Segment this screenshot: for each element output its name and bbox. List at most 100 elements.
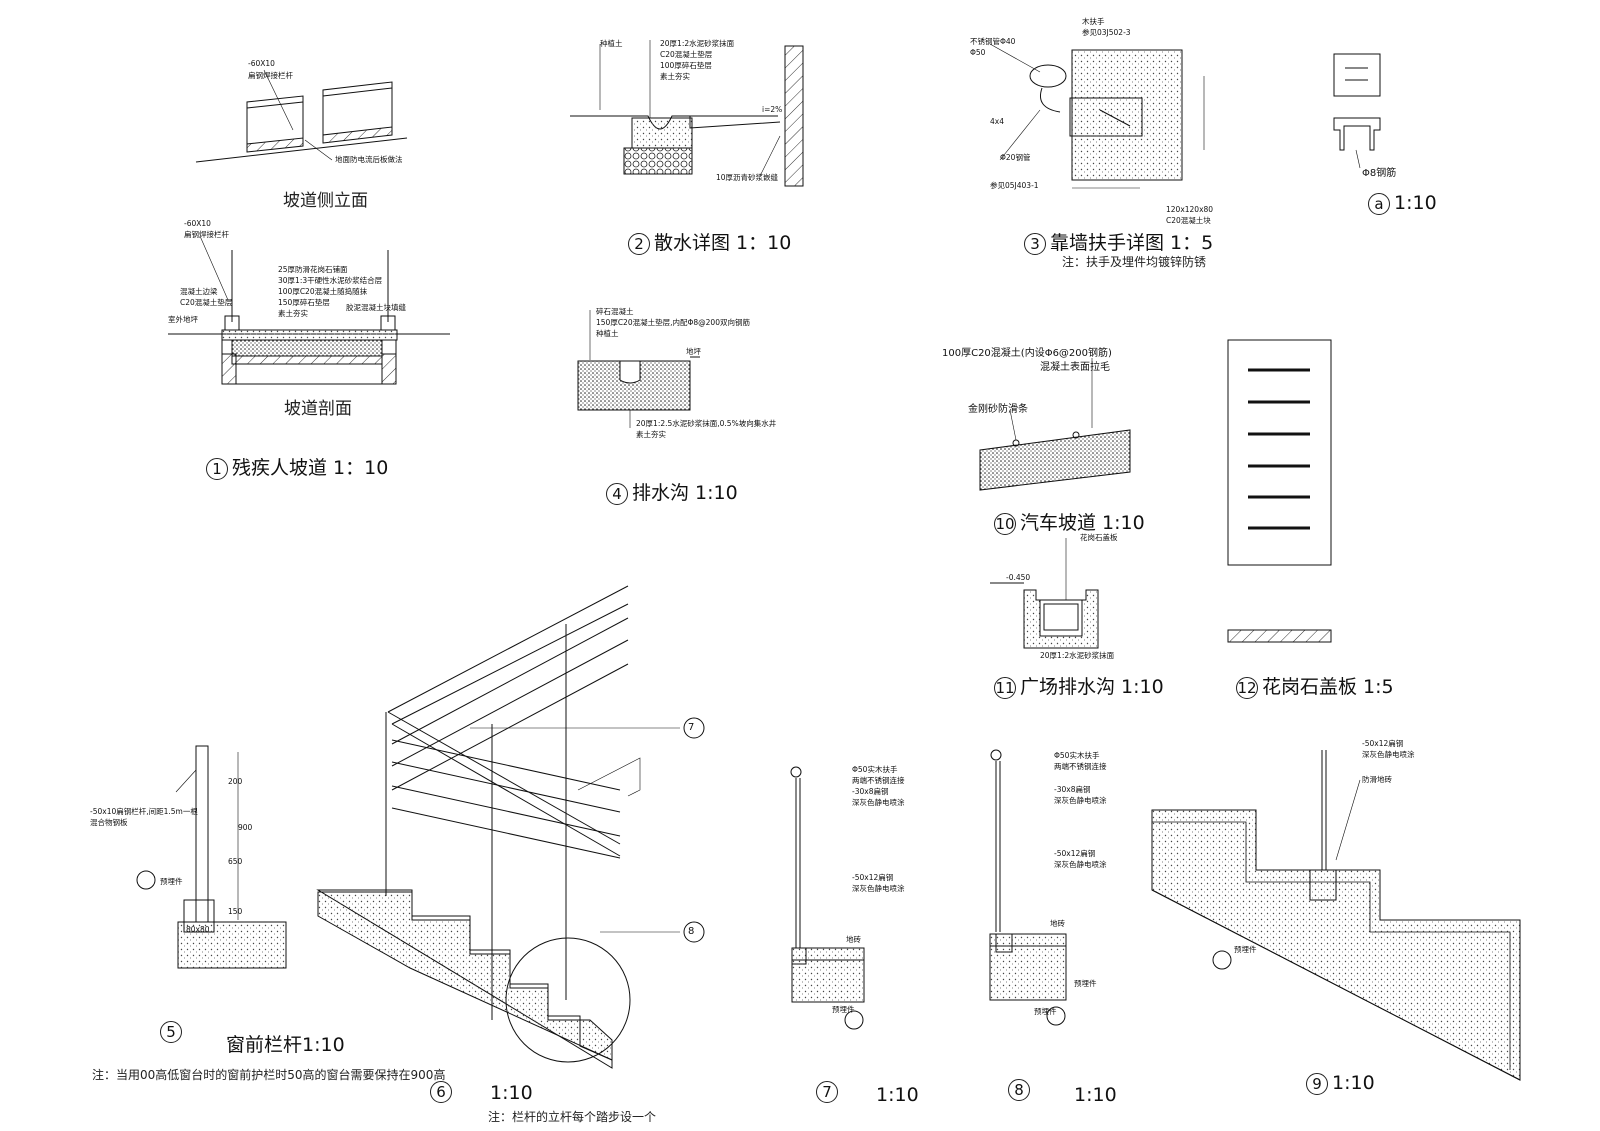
d3-label-2: 木扶手 xyxy=(1082,17,1105,26)
d5-label-4: 650 xyxy=(228,857,243,866)
d4-label-2: 种植土 xyxy=(596,329,619,338)
d1-elev-label-1: 扁钢焊接栏杆 xyxy=(248,71,293,80)
d12-number: 12 xyxy=(1236,676,1258,699)
d8-label-6: 地砖 xyxy=(1050,919,1065,928)
d7-label-4: -50x12扁钢 xyxy=(852,873,894,882)
d6-callout-7: 7 xyxy=(688,722,695,733)
d1-sec-label-10: 胶泥混凝土块填缝 xyxy=(346,303,406,312)
d7-label-3: 深灰色静电喷涂 xyxy=(852,798,905,807)
d1-number: 1 xyxy=(206,457,228,480)
d1-sec-label-4: 100厚C20混凝土随捣随抹 xyxy=(278,287,368,296)
detail-5-drawing xyxy=(136,745,287,969)
d8-label-8: 预埋件 xyxy=(1034,1007,1057,1016)
detail-7-drawing xyxy=(790,766,865,1030)
d4-title-text: 排水沟 1:10 xyxy=(632,482,738,504)
d8-scale: 1:10 xyxy=(1074,1084,1117,1106)
d1-elev-label-0: -60X10 xyxy=(248,59,275,68)
d10-label-0: 100厚C20混凝土(内设Φ6@200钢筋) xyxy=(942,348,1112,359)
d1-sec-label-8: C20混凝土垫层 xyxy=(180,298,233,307)
d7-scale: 1:10 xyxy=(876,1084,919,1106)
d8-label-3: 深灰色静电喷涂 xyxy=(1054,796,1107,805)
d3-label-1: Φ50 xyxy=(970,48,986,57)
d8-title: 8 xyxy=(1008,1078,1034,1101)
d7-number: 7 xyxy=(816,1080,838,1103)
d4-label-1: 150厚C20混凝土垫层,内配Φ8@200双向钢筋 xyxy=(596,318,750,327)
d10-label-2: 金刚砂防滑条 xyxy=(968,404,1028,415)
d2-label-3: 100厚碎石垫层 xyxy=(660,61,712,70)
d2-label-0: 种植土 xyxy=(600,39,623,48)
d7-label-5: 深灰色静电喷涂 xyxy=(852,884,905,893)
detail-6-drawing xyxy=(316,585,705,1069)
d2-title-text: 散水详图 1：10 xyxy=(654,232,792,254)
d3-label-6: 参见05J403-1 xyxy=(990,181,1039,190)
d6-number: 6 xyxy=(430,1080,452,1103)
d12-title-text: 花岗石盖板 1:5 xyxy=(1262,676,1394,698)
d6-callout-8: 8 xyxy=(688,926,695,937)
d5-label-6: 150 xyxy=(228,907,243,916)
d10-number: 10 xyxy=(994,512,1016,535)
d6-scale: 1:10 xyxy=(490,1082,533,1104)
d7-label-0: Φ50实木扶手 xyxy=(852,765,898,774)
d1-sec-label-1: 扁钢焊接栏杆 xyxy=(184,230,229,239)
d1-sec-label-2: 25厚防滑花岗石铺面 xyxy=(278,265,348,274)
d10-title-text: 汽车坡道 1:10 xyxy=(1020,512,1145,534)
d8-label-1: 两端不锈钢连接 xyxy=(1054,762,1107,771)
d1-sec-label-6: 素土夯实 xyxy=(278,309,308,318)
d9-scale: 1:10 xyxy=(1332,1072,1375,1094)
d1-title-text: 残疾人坡道 1：10 xyxy=(232,457,389,479)
d11-label-2: 20厚1:2水泥砂浆抹面 xyxy=(1040,651,1115,660)
d8-label-0: Φ50实木扶手 xyxy=(1054,751,1100,760)
d11-title-text: 广场排水沟 1:10 xyxy=(1020,676,1164,698)
d2-label-5: i=2% xyxy=(762,105,783,114)
d9-number: 9 xyxy=(1306,1072,1328,1095)
d5-number: 5 xyxy=(160,1020,182,1043)
d3-label-3: 参见03J502-3 xyxy=(1082,28,1131,37)
d9-label-1: 深灰色静电喷涂 xyxy=(1362,750,1415,759)
detail-10-drawing xyxy=(979,358,1131,491)
d5-label-0: -50x10扁钢栏杆,间距1.5m一根 xyxy=(90,807,198,816)
d3-label-0: 不锈钢管Φ40 xyxy=(970,37,1016,46)
d7-label-1: 两端不锈钢连接 xyxy=(852,776,905,785)
detail-12-drawing xyxy=(1227,339,1332,643)
da-number: a xyxy=(1368,192,1390,215)
d5-label-5: 900 xyxy=(238,823,253,832)
d5-label-7: 80x80 xyxy=(186,925,210,934)
d11-number: 11 xyxy=(994,676,1016,699)
detail-2-drawing xyxy=(570,40,804,187)
detail-11-drawing xyxy=(990,538,1099,649)
detail-1-elevation xyxy=(195,69,408,163)
d2-label-4: 素土夯实 xyxy=(660,72,690,81)
d4-number: 4 xyxy=(606,482,628,505)
d1-elevation-caption: 坡道侧立面 xyxy=(283,191,368,211)
d8-number: 8 xyxy=(1008,1078,1030,1101)
d5-label-3: 200 xyxy=(228,777,243,786)
d4-label-0: 碎石混凝土 xyxy=(596,307,634,316)
d3-label-5: Φ20钢管 xyxy=(1000,153,1031,162)
detail-3-drawing xyxy=(989,43,1205,189)
d11-label-1: 花岗石盖板 xyxy=(1080,533,1118,542)
d4-label-5: 地坪 xyxy=(686,347,701,356)
d1-elev-label-2: 地面防电流后板做法 xyxy=(335,155,403,164)
d5-label-2: 预埋件 xyxy=(160,877,183,886)
d5-note: 注：当用00高低窗台时的窗前护栏时50高的窗台需要保持在900高 xyxy=(92,1068,446,1082)
detail-1-section xyxy=(168,235,450,385)
d4-label-4: 素土夯实 xyxy=(636,430,666,439)
d9-label-2: 防滑地砖 xyxy=(1362,775,1392,784)
d1-sec-label-5: 150厚碎石垫层 xyxy=(278,298,330,307)
d5-label-1: 混合物钢板 xyxy=(90,818,128,827)
d3-label-4: 4x4 xyxy=(990,117,1004,126)
da-label: Φ8钢筋 xyxy=(1362,168,1397,179)
d8-label-5: 深灰色静电喷涂 xyxy=(1054,860,1107,869)
d10-label-1: 混凝土表面拉毛 xyxy=(1040,362,1110,373)
d2-label-6: 10厚沥青砂浆嵌缝 xyxy=(716,173,779,182)
detail-4-drawing xyxy=(577,310,700,428)
d1-section-caption: 坡道剖面 xyxy=(284,399,352,419)
d1-sec-label-0: -60X10 xyxy=(184,219,211,228)
d1-sec-label-7: 混凝土边梁 xyxy=(180,287,218,296)
